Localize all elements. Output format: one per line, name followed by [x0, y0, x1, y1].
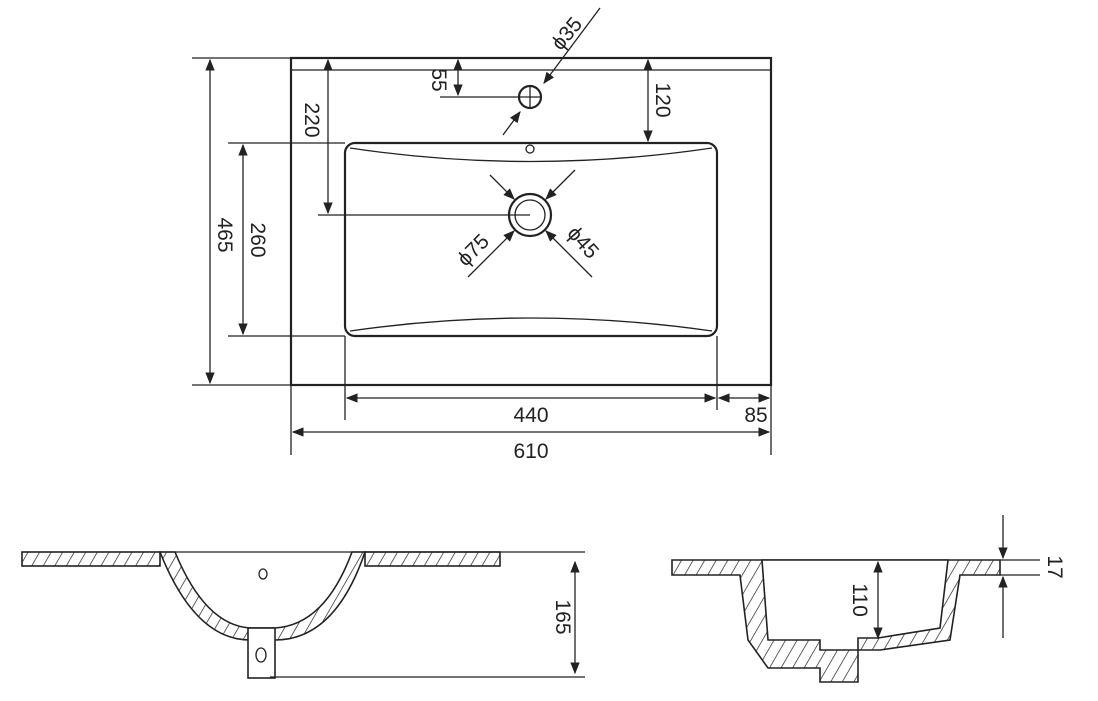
- label-drain-inner: ϕ45: [563, 222, 604, 263]
- label-basin-depth: 260: [246, 222, 269, 257]
- leader-75: [467, 230, 515, 278]
- label-basin-height: 110: [848, 583, 871, 616]
- leader-45: [489, 174, 515, 200]
- label-rim-thickness: 17: [1043, 555, 1066, 578]
- label-overall-depth: 465: [213, 217, 236, 252]
- label-side-margin: 85: [744, 404, 767, 427]
- label-overall-width: 610: [513, 440, 548, 463]
- label-height: 165: [551, 599, 574, 634]
- side-section: 110 17: [671, 515, 1066, 683]
- label-tap-to-basin: 120: [651, 82, 674, 117]
- countertop-outline: [289, 56, 773, 387]
- label-basin-width: 440: [513, 404, 548, 427]
- leader-35: [543, 7, 601, 84]
- label-tap-offset: 55: [427, 68, 450, 91]
- front-section: 165: [21, 551, 585, 679]
- label-tap-diameter: ϕ35: [547, 13, 587, 55]
- tap-hole: [517, 84, 543, 110]
- top-view: 465 260 220 55 120 ϕ35 ϕ45 ϕ75 440 85 61…: [192, 7, 773, 463]
- basin-outline: [343, 141, 719, 338]
- label-drain-offset: 220: [300, 102, 323, 137]
- overflow-hole: [525, 144, 535, 154]
- label-drain-outer: ϕ75: [453, 230, 494, 271]
